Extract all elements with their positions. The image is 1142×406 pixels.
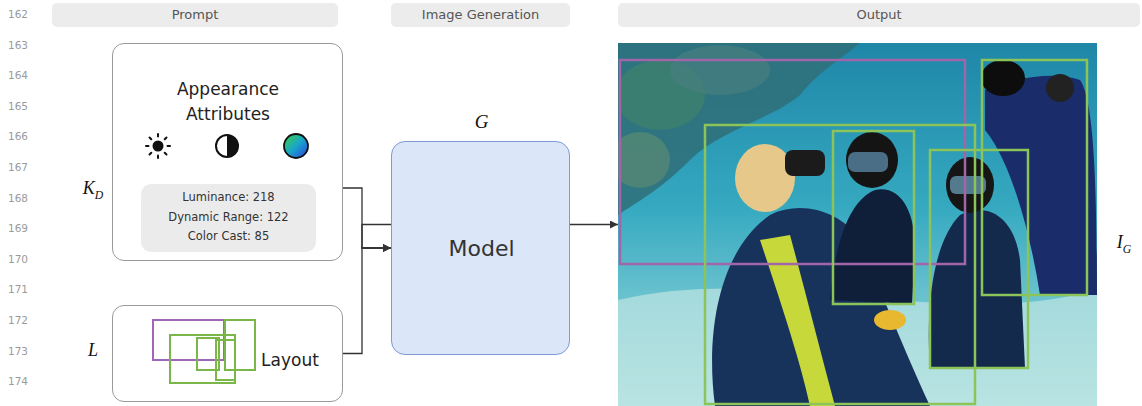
connector-arrow [343, 248, 391, 354]
line-number: 163 [8, 39, 28, 51]
section-header: Prompt [52, 3, 338, 27]
line-number: 162 [8, 8, 28, 20]
math-symbol: L [88, 340, 98, 362]
layout-miniature [153, 320, 255, 383]
line-number: 167 [8, 161, 28, 173]
prompt-box: KDAppearance AttributesLuminance: 218Dyn… [112, 43, 343, 261]
node-label: Output [856, 7, 901, 23]
node-label: Prompt [172, 7, 219, 23]
connector-arrow [343, 188, 391, 248]
line-number: 169 [8, 222, 28, 234]
line-number: 168 [8, 192, 28, 204]
section-header: Image Generation [391, 3, 570, 27]
contrast-icon [216, 135, 238, 157]
node-label: Dynamic Range: 122 [168, 211, 288, 225]
node-label: Image Generation [422, 7, 539, 23]
brightness-icon [146, 134, 170, 158]
line-number: 174 [8, 375, 28, 387]
node-label: Model [448, 236, 514, 262]
color-icon [284, 134, 308, 158]
symbol-base: K [83, 178, 95, 198]
node-label: Layout [261, 350, 319, 370]
line-number: 170 [8, 253, 28, 265]
node-label: Appearance Attributes [153, 77, 303, 127]
node-label: Color Cast: 85 [188, 230, 269, 244]
model-box: GModel [391, 141, 570, 355]
math-symbol: G [475, 111, 489, 134]
output-frame: IG [618, 43, 1097, 406]
attribute-values: Luminance: 218Dynamic Range: 122Color Ca… [141, 184, 316, 252]
section-header: Output [618, 3, 1140, 27]
line-number: 166 [8, 130, 28, 142]
output-image [618, 43, 1097, 406]
line-number: 171 [8, 283, 28, 295]
line-number: 164 [8, 69, 28, 81]
line-number: 172 [8, 314, 28, 326]
layout-box: LLayout [112, 305, 343, 402]
symbol-base: I [1117, 232, 1123, 252]
math-symbol: KD [83, 178, 103, 200]
symbol-subscript: G [1123, 243, 1131, 256]
symbol-subscript: D [95, 189, 103, 202]
math-symbol: IG [1117, 232, 1131, 254]
line-number: 165 [8, 100, 28, 112]
line-number: 173 [8, 345, 28, 357]
node-label: Luminance: 218 [182, 191, 274, 205]
